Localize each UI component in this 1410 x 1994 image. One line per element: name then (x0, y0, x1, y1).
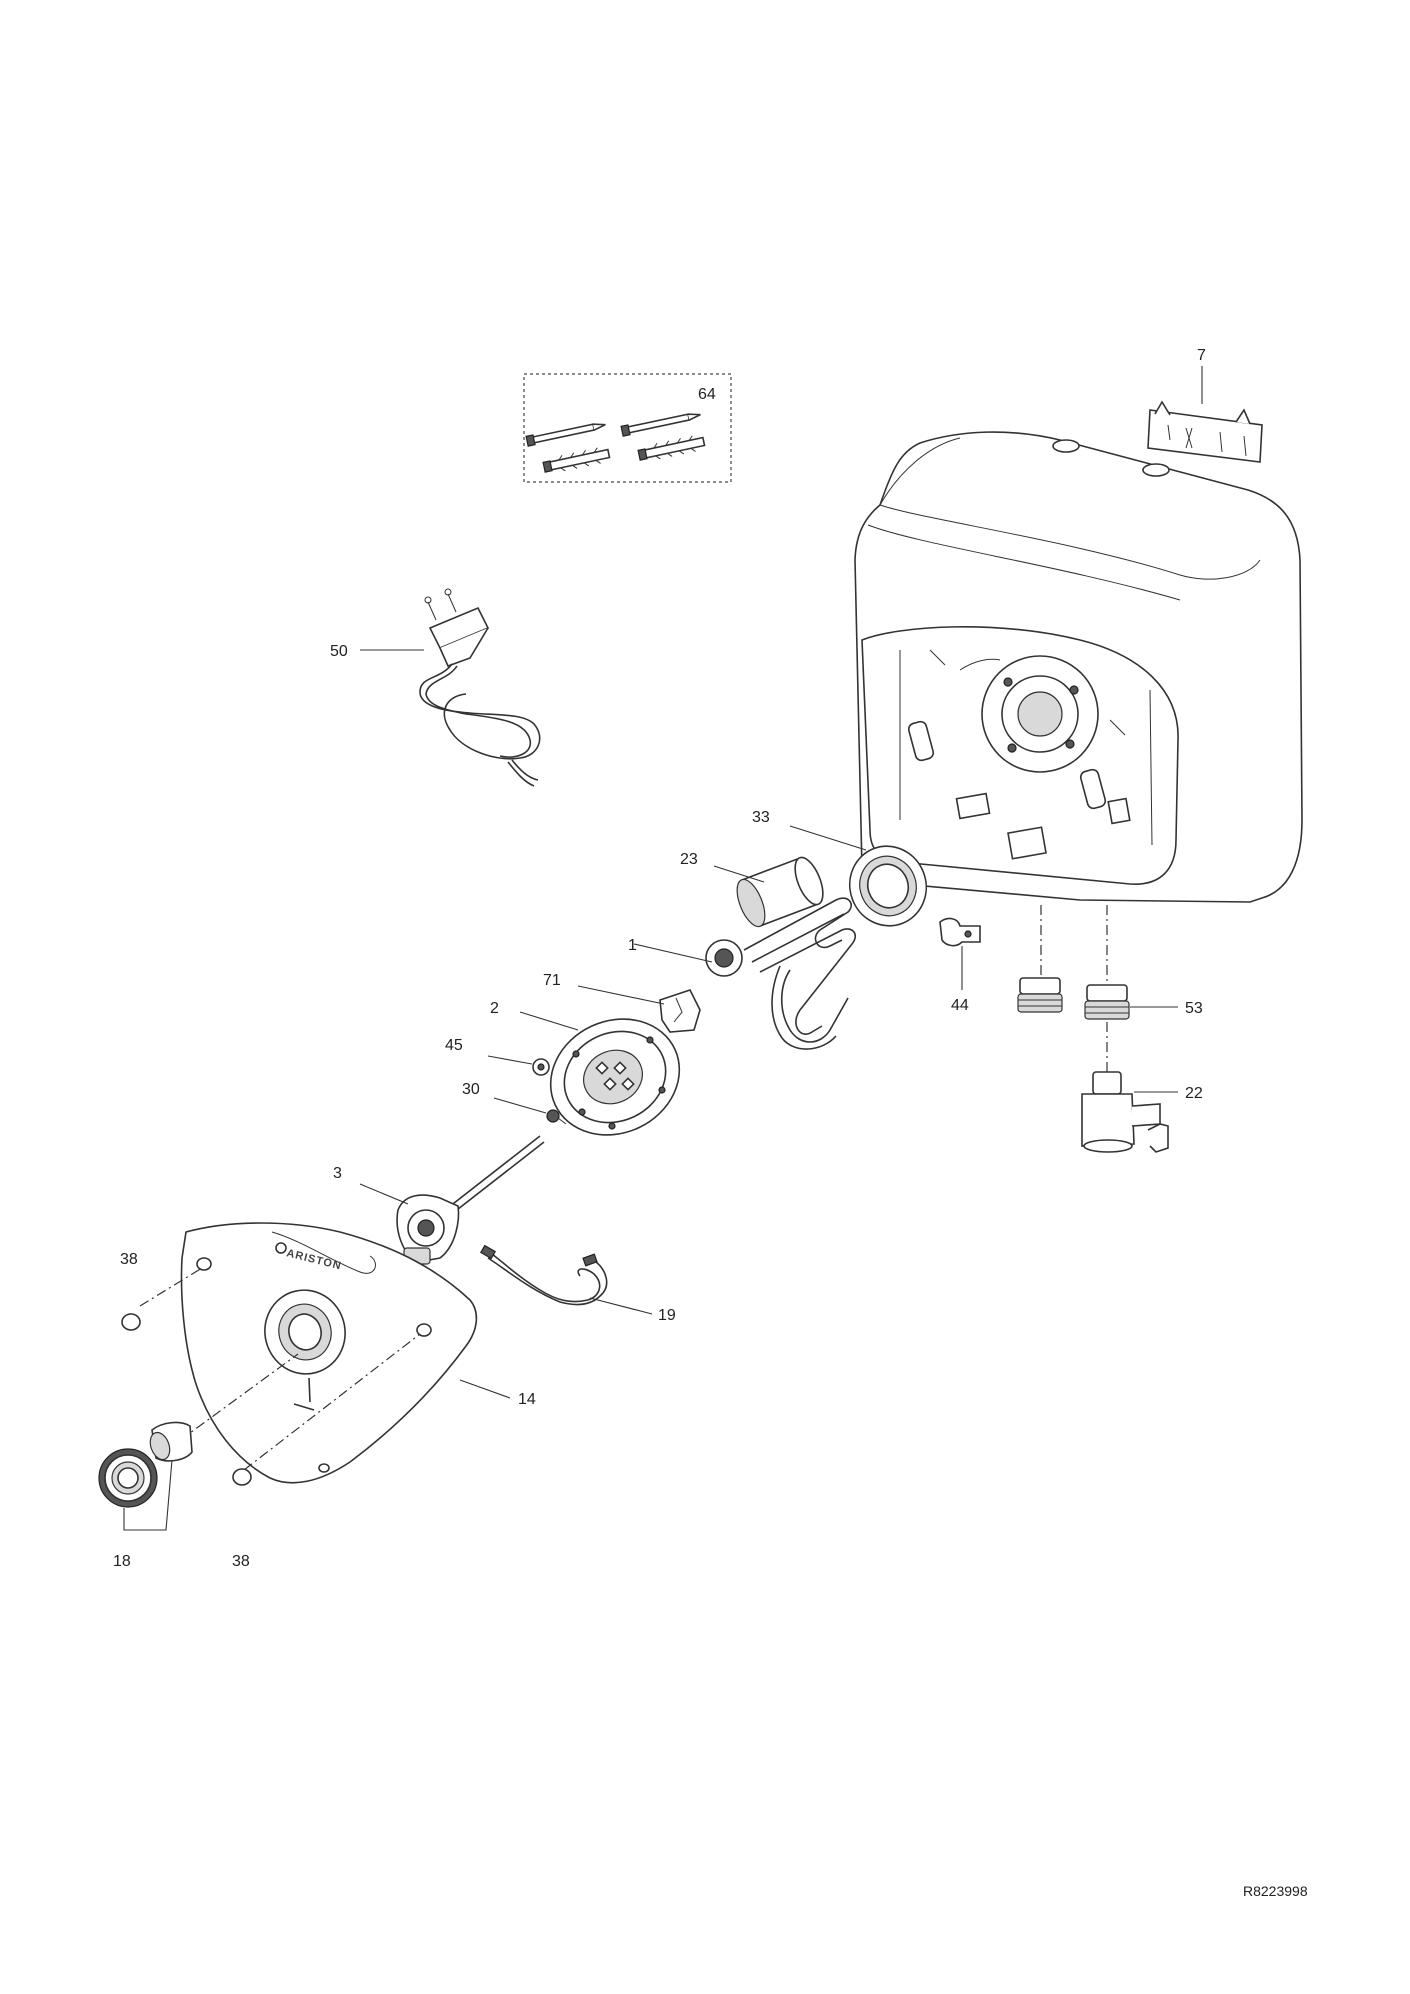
part-14-front-cover: ARISTON 14 (180, 1222, 536, 1484)
part-71-bracket: 71 (543, 972, 701, 1033)
callout-45: 45 (445, 1037, 463, 1054)
part-38-cap-lower: 38 (232, 1468, 252, 1570)
part-50-power-cable: 50 (330, 588, 541, 787)
callout-64: 64 (698, 386, 716, 403)
drawing-reference-code: R8223998 (1243, 1883, 1308, 1899)
callout-33: 33 (752, 809, 770, 826)
callout-53: 53 (1185, 1000, 1203, 1017)
part-2-flange: 2 (490, 1000, 681, 1136)
callout-18: 18 (113, 1553, 131, 1570)
part-7-wall-bracket: 7 (1147, 347, 1263, 463)
part-23-anode: 23 (680, 851, 824, 928)
part-64-fixing-kit: 64 (523, 373, 732, 483)
callout-38-lower: 38 (232, 1553, 250, 1570)
callout-38-upper: 38 (120, 1251, 138, 1268)
part-45-screw: 45 (445, 1037, 550, 1076)
part-53-nipple: 53 (1084, 984, 1203, 1020)
part-33-gasket: 33 (752, 809, 928, 927)
callout-2: 2 (490, 1000, 499, 1017)
part-19-wire: 19 (479, 1244, 676, 1324)
part-18-knob: 18 (98, 1421, 193, 1570)
callout-23: 23 (680, 851, 698, 868)
part-1-heating-element: 1 (628, 897, 857, 1050)
callout-1: 1 (628, 937, 637, 954)
callout-30: 30 (462, 1081, 480, 1098)
inlet-nipple (1017, 977, 1063, 1013)
callout-3: 3 (333, 1165, 342, 1182)
part-30-screw: 30 (462, 1081, 567, 1125)
water-heater-tank (854, 431, 1303, 903)
callout-7: 7 (1197, 347, 1206, 364)
callout-44: 44 (951, 997, 969, 1014)
part-44-clip: 44 (939, 917, 981, 1014)
callout-50: 50 (330, 643, 348, 660)
part-38-cap-upper: 38 (120, 1251, 141, 1331)
part-22-safety-valve: 22 (1081, 1071, 1203, 1153)
callout-71: 71 (543, 972, 561, 989)
callout-19: 19 (658, 1307, 676, 1324)
callout-14: 14 (518, 1391, 536, 1408)
callout-22: 22 (1185, 1085, 1203, 1102)
